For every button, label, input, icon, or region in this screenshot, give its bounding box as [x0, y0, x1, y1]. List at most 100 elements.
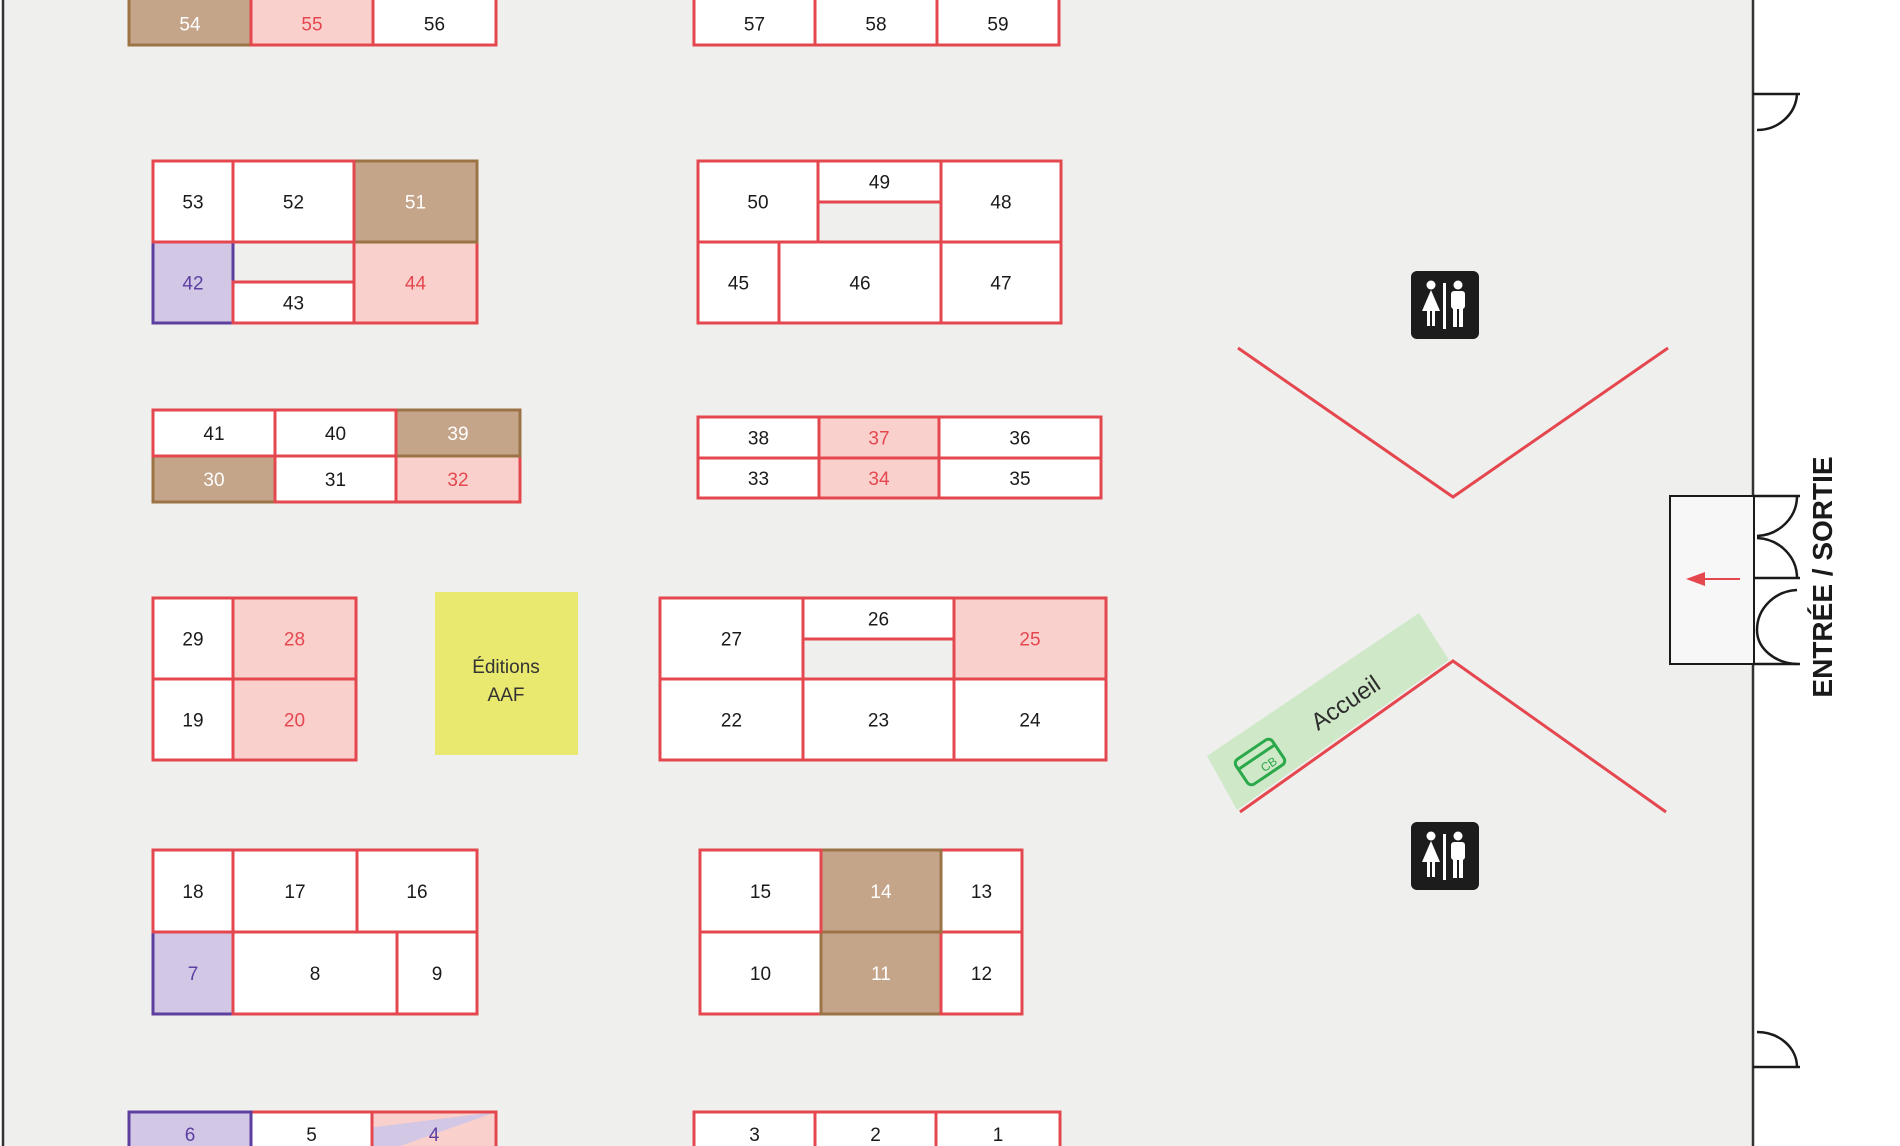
- booth-3-area: [694, 1112, 815, 1146]
- booth-49[interactable]: 49: [816, 159, 943, 204]
- booth-10[interactable]: 10: [698, 930, 823, 1016]
- booth-4[interactable]: 4: [370, 1110, 498, 1146]
- booth-54[interactable]: 54: [127, 0, 253, 47]
- booth-40[interactable]: 40: [273, 408, 398, 458]
- booth-41[interactable]: 41: [151, 408, 277, 458]
- booth-33[interactable]: 33: [696, 456, 821, 500]
- booth-17[interactable]: 17: [231, 848, 359, 934]
- booth-38[interactable]: 38: [696, 415, 821, 460]
- booth-12[interactable]: 12: [939, 930, 1024, 1016]
- booth-57-area: [694, 0, 815, 45]
- booth-16-area: [357, 850, 477, 932]
- booth-8-area: [233, 932, 397, 1014]
- booth-5[interactable]: 5: [249, 1110, 374, 1146]
- booth-56-area: [373, 0, 496, 45]
- booth-44[interactable]: 44: [352, 240, 479, 325]
- booth-24-area: [954, 679, 1106, 760]
- booth-38-border: [696, 415, 821, 460]
- booth-46[interactable]: 46: [777, 240, 943, 325]
- booth-18[interactable]: 18: [151, 848, 235, 934]
- booth-53[interactable]: 53: [151, 159, 235, 244]
- booth-number: 28: [284, 630, 305, 651]
- booth-26[interactable]: 26: [801, 596, 956, 641]
- side-door-top[interactable]: [1753, 92, 1800, 132]
- booth-42[interactable]: 42: [151, 240, 235, 325]
- side-door-bottom[interactable]: [1753, 1030, 1800, 1069]
- booth-37-area: [819, 417, 939, 458]
- booth-39[interactable]: 39: [394, 408, 522, 458]
- booth-42-area: [153, 242, 233, 323]
- booth-number: 41: [203, 424, 224, 445]
- booth-number: 18: [182, 882, 203, 903]
- booth-47[interactable]: 47: [939, 240, 1063, 325]
- publisher-stand-label-line2: AAF: [488, 685, 525, 706]
- booth-number: 58: [865, 15, 886, 36]
- booth-15-area: [700, 850, 821, 932]
- main-entrance[interactable]: [1669, 494, 1800, 666]
- booth-58[interactable]: 58: [813, 0, 939, 47]
- booth-24[interactable]: 24: [952, 677, 1108, 762]
- booth-56[interactable]: 56: [371, 0, 498, 47]
- booth-16[interactable]: 16: [355, 848, 479, 934]
- booth-9[interactable]: 9: [395, 930, 479, 1016]
- booth-22[interactable]: 22: [658, 677, 805, 762]
- booth-number: 25: [1019, 630, 1040, 651]
- booth-32[interactable]: 32: [394, 454, 522, 504]
- booth-27[interactable]: 27: [658, 596, 805, 681]
- queue-barriers: [1237, 346, 1669, 499]
- booth-51-area: [354, 161, 477, 242]
- booth-9-area: [397, 932, 477, 1014]
- booth-5-area: [251, 1112, 372, 1146]
- booth-46-area: [779, 242, 941, 323]
- booth-30-area: [153, 456, 275, 502]
- booth-35[interactable]: 35: [937, 456, 1103, 500]
- booth-number: 8: [310, 964, 321, 985]
- booth-number: 16: [406, 882, 427, 903]
- booth-25[interactable]: 25: [952, 596, 1108, 681]
- booth-15[interactable]: 15: [698, 848, 823, 934]
- booth-52[interactable]: 52: [231, 159, 356, 244]
- booth-30[interactable]: 30: [151, 454, 277, 504]
- booth-2[interactable]: 2: [813, 1110, 938, 1146]
- booth-33-area: [698, 458, 819, 498]
- publisher-stand[interactable]: Éditions AAF: [435, 592, 578, 755]
- booth-36-area: [939, 417, 1101, 458]
- booth-13[interactable]: 13: [939, 848, 1024, 934]
- booth-48[interactable]: 48: [939, 159, 1063, 244]
- booth-34[interactable]: 34: [817, 456, 941, 500]
- booth-number: 32: [447, 470, 468, 491]
- booth-45[interactable]: 45: [696, 240, 781, 325]
- booth-29[interactable]: 29: [151, 596, 235, 681]
- reception-barrier: [1239, 659, 1667, 814]
- booth-7[interactable]: 7: [151, 930, 235, 1016]
- booth-1[interactable]: 1: [934, 1110, 1062, 1146]
- booth-50[interactable]: 50: [696, 159, 820, 244]
- booth-50-area: [698, 161, 818, 242]
- booth-14[interactable]: 14: [819, 848, 943, 934]
- booth-43[interactable]: 43: [231, 280, 356, 325]
- booth-51[interactable]: 51: [352, 159, 479, 244]
- booth-number: 30: [203, 470, 224, 491]
- booth-55[interactable]: 55: [249, 0, 375, 47]
- booth-20[interactable]: 20: [231, 677, 358, 762]
- booth-7-area: [153, 932, 233, 1014]
- booth-36[interactable]: 36: [937, 415, 1103, 460]
- booth-19[interactable]: 19: [151, 677, 235, 762]
- booth-28[interactable]: 28: [231, 596, 358, 681]
- booth-23[interactable]: 23: [801, 677, 956, 762]
- booth-6[interactable]: 6: [127, 1110, 253, 1146]
- booth-3[interactable]: 3: [692, 1110, 817, 1146]
- reception-desk[interactable]: Accueil CB: [1207, 613, 1449, 810]
- booth-59[interactable]: 59: [935, 0, 1061, 47]
- booth-31[interactable]: 31: [273, 454, 398, 504]
- booth-57[interactable]: 57: [692, 0, 817, 47]
- booth-11[interactable]: 11: [819, 930, 943, 1016]
- booth-8[interactable]: 8: [231, 930, 399, 1016]
- booth-22-area: [660, 679, 803, 760]
- booth-number: 6: [185, 1125, 196, 1146]
- booth-37[interactable]: 37: [817, 415, 941, 460]
- booth-number: 11: [871, 964, 891, 985]
- left-arrow-icon: [1686, 572, 1740, 586]
- booth-number: 29: [182, 630, 203, 651]
- booth-28-area: [233, 598, 356, 679]
